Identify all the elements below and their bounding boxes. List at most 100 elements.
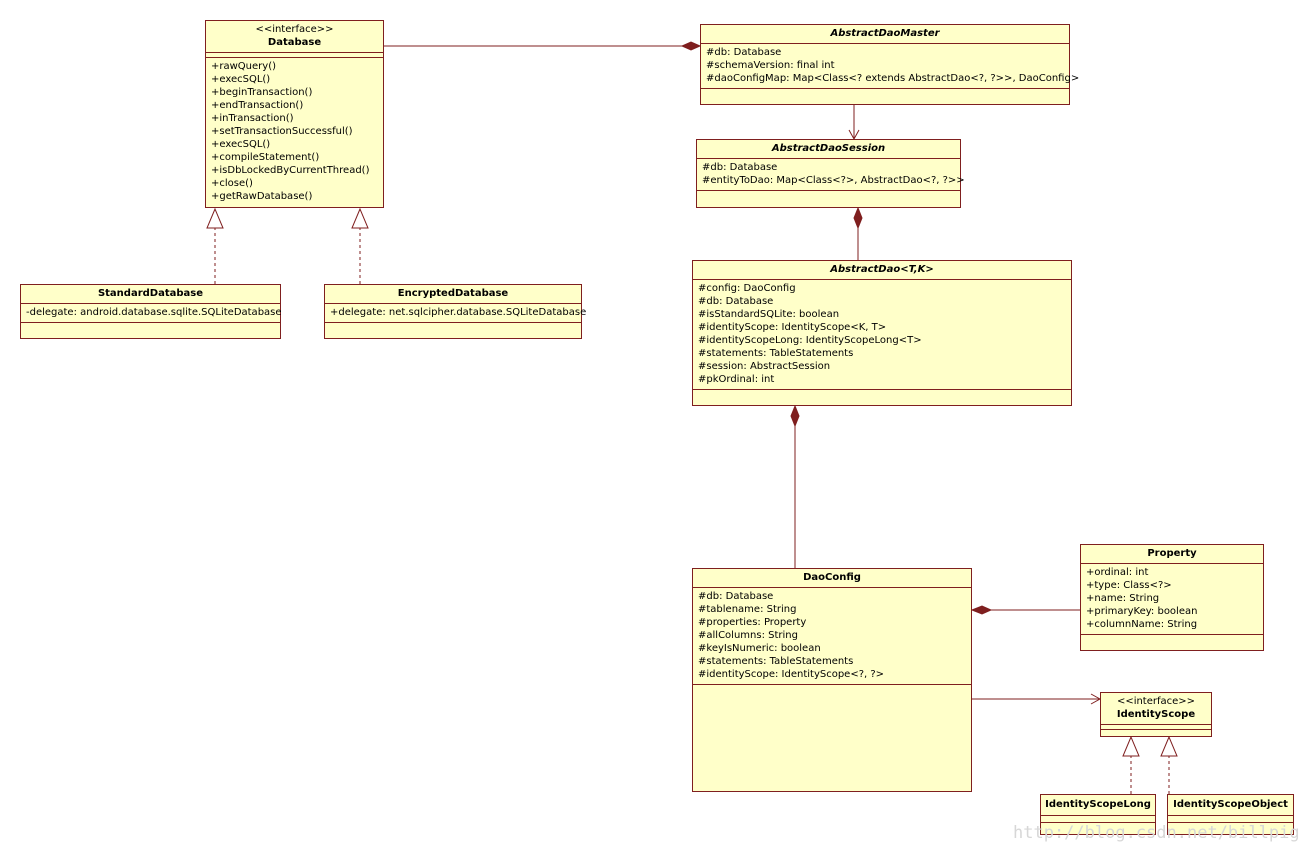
class-name: AbstractDao<T,K> [830, 264, 934, 275]
class-header: AbstractDao<T,K> [693, 261, 1071, 280]
class-attribute: #allColumns: String [698, 630, 798, 641]
class-header: StandardDatabase [21, 285, 280, 304]
class-attribute: #entityToDao: Map<Class<?>, AbstractDao<… [702, 175, 965, 186]
class-operation: +rawQuery() [211, 61, 276, 72]
class-attribute: #tablename: String [698, 604, 797, 615]
class-operation: +isDbLockedByCurrentThread() [211, 165, 370, 176]
class-operations [1081, 635, 1263, 646]
class-database[interactable]: <<interface>> Database +rawQuery() +execS… [205, 20, 384, 208]
watermark-text: http://blog.csdn.net/billpig [1013, 823, 1300, 843]
class-attribute: #db: Database [702, 162, 778, 173]
realization-standard-to-database [206, 207, 224, 284]
class-standard-database[interactable]: StandardDatabase -delegate: android.data… [20, 284, 282, 339]
class-operation: +compileStatement() [211, 152, 320, 163]
class-name: IdentityScopeLong [1045, 799, 1151, 810]
class-attribute: +name: String [1086, 593, 1160, 604]
class-header: DaoConfig [693, 569, 971, 588]
class-attribute: #pkOrdinal: int [698, 374, 775, 385]
class-attribute: +type: Class<?> [1086, 580, 1172, 591]
class-stereotype: <<interface>> [1116, 696, 1196, 707]
class-attribute: +delegate: net.sqlcipher.database.SQLite… [330, 307, 587, 318]
class-attributes [1041, 816, 1155, 823]
class-attribute: #identityScopeLong: IdentityScopeLong<T> [698, 335, 922, 346]
class-header: IdentityScopeObject [1168, 795, 1293, 816]
class-name: DaoConfig [803, 572, 861, 583]
class-attribute: #schemaVersion: final int [706, 60, 835, 71]
class-operation: +execSQL() [211, 139, 271, 150]
class-attributes: #db: Database #schemaVersion: final int #d… [701, 44, 1080, 89]
class-header: <<interface>> IdentityScope [1101, 693, 1211, 725]
class-header: Property [1081, 545, 1263, 564]
class-attributes [1101, 725, 1211, 730]
realization-encrypted-to-database [351, 207, 369, 284]
class-attribute: -delegate: android.database.sqlite.SQLit… [26, 307, 282, 318]
class-attribute: #db: Database [698, 591, 774, 602]
composition-daoconfig-property [970, 605, 1080, 615]
class-dao-config[interactable]: DaoConfig #db: Database #tablename: Strin… [692, 568, 972, 792]
class-identity-scope-long[interactable]: IdentityScopeLong [1040, 794, 1156, 835]
class-attributes: +delegate: net.sqlcipher.database.SQLite… [325, 304, 587, 323]
class-attribute: #statements: TableStatements [698, 348, 854, 359]
class-encrypted-database[interactable]: EncryptedDatabase +delegate: net.sqlciph… [324, 284, 587, 339]
class-property[interactable]: Property +ordinal: int +type: Class<?> +na… [1080, 544, 1264, 651]
class-name: StandardDatabase [97, 288, 204, 299]
class-attributes: +ordinal: int +type: Class<?> +name: Strin… [1081, 564, 1263, 635]
class-operations [697, 191, 960, 202]
class-attribute: +columnName: String [1086, 619, 1198, 630]
class-operation: +setTransactionSuccessful() [211, 126, 353, 137]
class-header: AbstractDaoMaster [701, 25, 1069, 44]
class-header: EncryptedDatabase [325, 285, 581, 304]
class-operation: +getRawDatabase() [211, 191, 313, 202]
class-operation: +beginTransaction() [211, 87, 313, 98]
class-attributes: #db: Database #entityToDao: Map<Class<?>,… [697, 159, 965, 191]
class-attribute: #session: AbstractSession [698, 361, 831, 372]
class-header: <<interface>> Database [206, 21, 383, 53]
class-abstract-dao-master[interactable]: AbstractDaoMaster #db: Database #schemaVe… [700, 24, 1080, 105]
class-identity-scope-object[interactable]: IdentityScopeObject [1167, 794, 1294, 835]
class-name: EncryptedDatabase [397, 288, 509, 299]
class-attributes: #config: DaoConfig#db: Database#isStanda… [693, 280, 1071, 390]
class-attribute: #statements: TableStatements [698, 656, 854, 667]
class-identity-scope[interactable]: <<interface>> IdentityScope [1100, 692, 1212, 737]
class-operation: +close() [211, 178, 253, 189]
class-attribute: +ordinal: int [1086, 567, 1149, 578]
association-daoconfig-to-identityscope [971, 693, 1102, 705]
class-operations [21, 323, 280, 334]
class-attribute: +primaryKey: boolean [1086, 606, 1198, 617]
realization-scopeobject-to-scope [1160, 735, 1178, 794]
class-attribute: #db: Database [706, 47, 782, 58]
class-attributes: -delegate: android.database.sqlite.SQLit… [21, 304, 282, 323]
class-attribute: #identityScope: IdentityScope<K, T> [698, 322, 887, 333]
class-name: IdentityScope [1116, 709, 1196, 720]
class-abstract-dao[interactable]: AbstractDao<T,K> #config: DaoConfig#db: … [692, 260, 1072, 406]
class-name: AbstractDaoMaster [830, 28, 940, 39]
class-header: AbstractDaoSession [697, 140, 960, 159]
association-master-to-session [848, 105, 860, 141]
composition-dao-daoconfig [790, 404, 800, 568]
class-operations [325, 323, 581, 334]
class-attribute: #isStandardSQLite: boolean [698, 309, 840, 320]
realization-scopelong-to-scope [1122, 735, 1140, 794]
class-name: Property [1147, 548, 1197, 559]
class-operations [701, 89, 1069, 100]
class-name: Database [267, 37, 322, 48]
class-operations: +rawQuery() +execSQL() +beginTransaction()… [206, 58, 383, 206]
class-operations [693, 685, 971, 696]
class-stereotype: <<interface>> [255, 24, 334, 35]
class-operations [1101, 730, 1211, 734]
class-operations [693, 390, 1071, 401]
class-attribute: #daoConfigMap: Map<Class<? extends Abstr… [706, 73, 1080, 84]
class-attributes [1168, 816, 1293, 823]
class-name: AbstractDaoSession [771, 143, 886, 154]
class-operation: +execSQL() [211, 74, 271, 85]
class-attribute: #identityScope: IdentityScope<?, ?> [698, 669, 885, 680]
class-attribute: #db: Database [698, 296, 774, 307]
class-attributes: #db: Database #tablename: String #properti… [693, 588, 971, 685]
class-name: IdentityScopeObject [1173, 799, 1288, 810]
class-abstract-dao-session[interactable]: AbstractDaoSession #db: Database #entityT… [696, 139, 965, 208]
class-attribute: #properties: Property [698, 617, 807, 628]
composition-session-dao [853, 206, 863, 260]
composition-database-master [383, 41, 702, 51]
class-attributes [206, 53, 383, 58]
